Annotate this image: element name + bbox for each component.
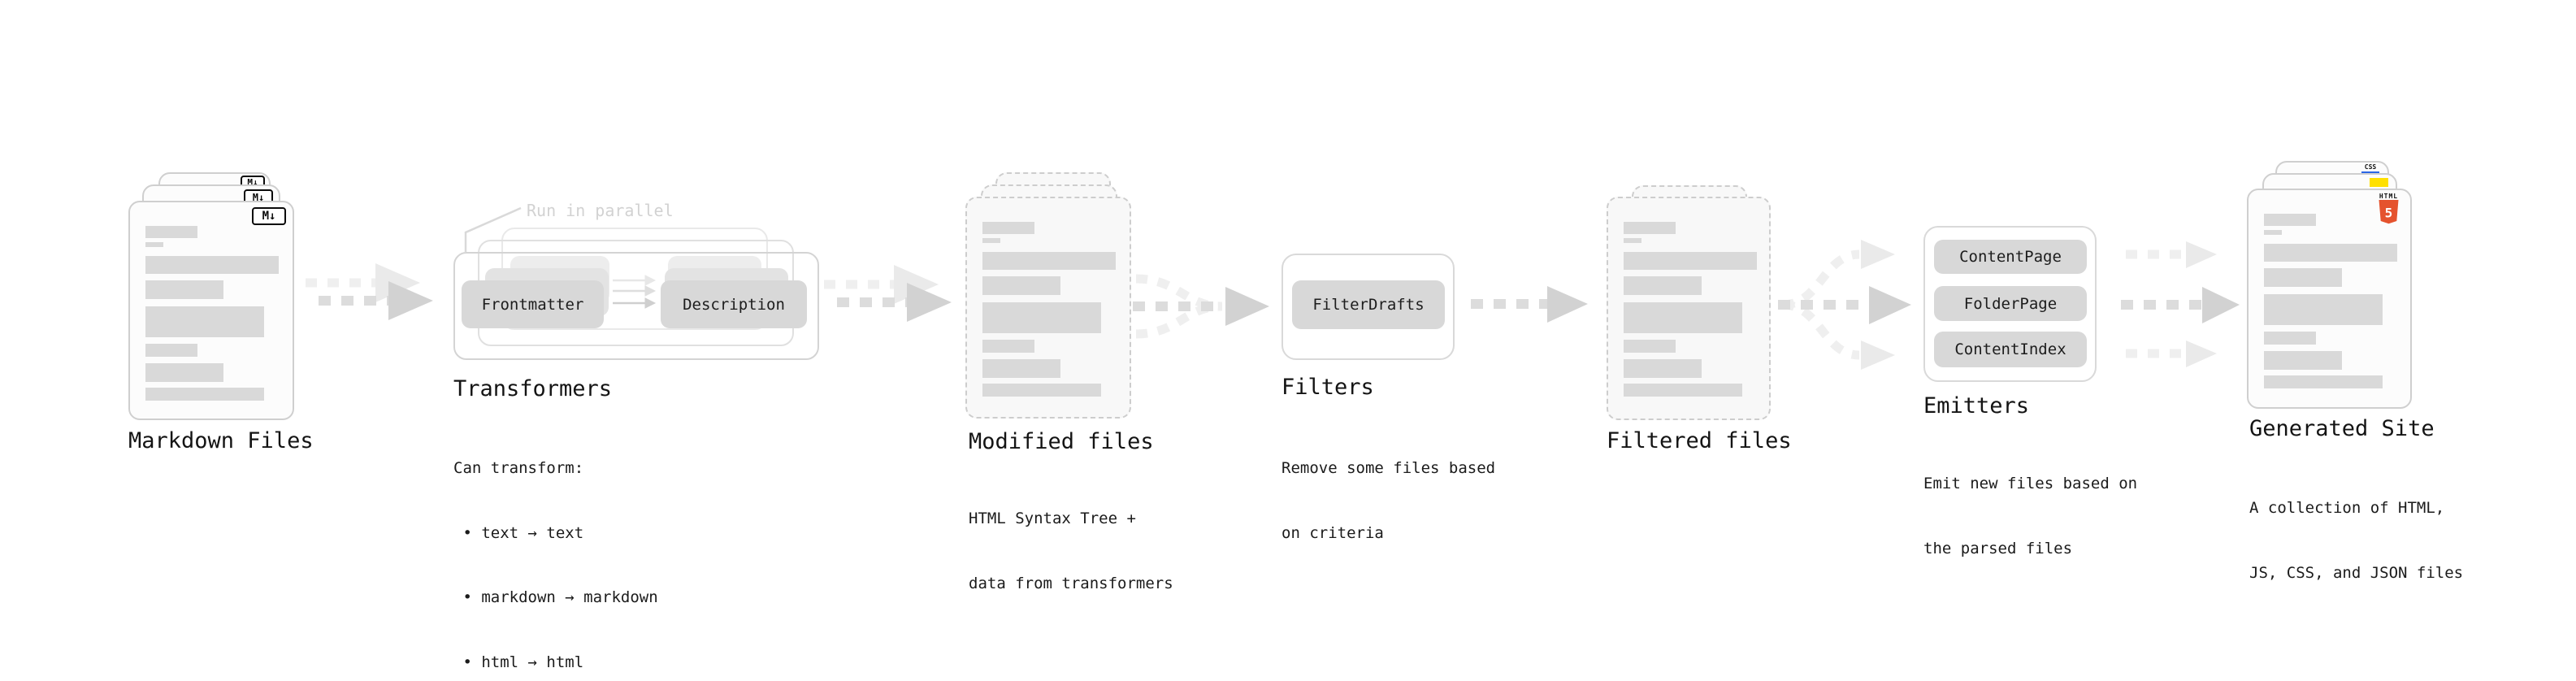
css-icon-underline bbox=[2361, 171, 2379, 174]
contentpage-node: ContentPage bbox=[1934, 240, 2087, 274]
arrowhead-middle bbox=[1869, 286, 1911, 324]
flow-arrow-modified-to-filters-converge bbox=[1133, 274, 1269, 339]
arrowhead-bottom bbox=[1861, 340, 1895, 370]
stage-title-modified-files: Modified files bbox=[969, 429, 1154, 454]
description-line: Can transform: bbox=[453, 459, 584, 477]
modified-file-card-front bbox=[965, 197, 1131, 419]
html5-icon-label: HTML bbox=[2379, 193, 2399, 200]
description-line: data from transformers bbox=[969, 574, 1173, 592]
step-arrow-back bbox=[613, 275, 657, 286]
javascript-icon bbox=[2370, 178, 2388, 187]
description-line: the parsed files bbox=[1923, 539, 2073, 557]
html5-icon: HTML 5 bbox=[2378, 193, 2400, 224]
transform-step-arrows bbox=[613, 275, 657, 309]
folderpage-node: FolderPage bbox=[1934, 286, 2087, 321]
emit-arrow-bottom bbox=[2126, 340, 2217, 367]
emit-arrow-middle bbox=[2121, 287, 2240, 323]
description-line: on criteria bbox=[1281, 523, 1384, 542]
arrow-light bbox=[824, 265, 939, 304]
frontmatter-node: Frontmatter bbox=[462, 280, 604, 328]
flow-arrow-filters-to-filtered bbox=[1471, 286, 1588, 323]
markdown-file-card-front bbox=[128, 201, 294, 420]
split-curve-bottom bbox=[1782, 300, 1860, 360]
arrow-light bbox=[306, 263, 420, 302]
contentindex-node: ContentIndex bbox=[1934, 332, 2087, 367]
step-arrow-front bbox=[613, 297, 657, 309]
document-placeholder-bars bbox=[982, 222, 1116, 417]
flow-arrow-filtered-to-emitters-split bbox=[1778, 240, 1911, 370]
transformer-layer-front bbox=[453, 252, 819, 360]
run-in-parallel-note: Run in parallel bbox=[527, 201, 674, 220]
html5-shield: 5 bbox=[2379, 200, 2399, 224]
description-line: Remove some files based bbox=[1281, 459, 1496, 477]
arrowhead bbox=[1547, 286, 1588, 323]
description-line: A collection of HTML, bbox=[2249, 499, 2445, 517]
arrowhead bbox=[1225, 287, 1269, 326]
svg-text:5: 5 bbox=[2385, 206, 2393, 221]
description-line: • text → text bbox=[453, 523, 584, 542]
description-line: • markdown → markdown bbox=[453, 588, 658, 606]
css-icon-label: CSS bbox=[2364, 163, 2377, 171]
site-file-card-front bbox=[2247, 189, 2412, 409]
filtered-file-card-front bbox=[1607, 197, 1771, 420]
filters-description: Remove some files based on criteria bbox=[1281, 414, 1495, 587]
stage-title-markdown-files: Markdown Files bbox=[128, 428, 314, 453]
step-arrow-middle bbox=[613, 285, 657, 297]
converge-curve-bottom bbox=[1135, 301, 1223, 339]
stage-title-emitters: Emitters bbox=[1923, 393, 2030, 419]
stage-title-transformers: Transformers bbox=[453, 376, 613, 401]
filterdrafts-node: FilterDrafts bbox=[1292, 280, 1445, 329]
description-node: Description bbox=[661, 280, 807, 328]
stage-title-filtered-files: Filtered files bbox=[1607, 428, 1792, 453]
converge-curve-top bbox=[1135, 274, 1223, 311]
document-placeholder-bars bbox=[1624, 222, 1757, 419]
emitters-description: Emit new files based on the parsed files bbox=[1923, 430, 2137, 602]
description-line: Emit new files based on bbox=[1923, 475, 2138, 492]
document-placeholder-bars bbox=[2264, 214, 2397, 407]
document-placeholder-bars bbox=[145, 226, 279, 419]
arrow-dark bbox=[837, 283, 952, 322]
flow-arrows-emitters-to-generated bbox=[2121, 241, 2240, 367]
generated-site-description: A collection of HTML, JS, CSS, and JSON … bbox=[2249, 454, 2463, 627]
css-icon: CSS bbox=[2361, 164, 2379, 174]
transformers-description: Can transform: • text → text • markdown … bbox=[453, 414, 658, 681]
stage-title-generated-site: Generated Site bbox=[2249, 416, 2435, 441]
stage-title-filters: Filters bbox=[1281, 375, 1374, 400]
description-line: HTML Syntax Tree + bbox=[969, 510, 1136, 527]
flow-arrow-markdown-to-transformers bbox=[306, 263, 433, 320]
annotation-leader-line bbox=[464, 206, 522, 252]
emit-arrow-top bbox=[2126, 241, 2217, 268]
flow-arrow-transformers-to-modified bbox=[824, 265, 952, 322]
split-curve-top bbox=[1782, 249, 1860, 310]
modified-files-description: HTML Syntax Tree + data from transformer… bbox=[969, 465, 1173, 637]
description-line: JS, CSS, and JSON files bbox=[2249, 563, 2464, 582]
markdown-icon: M↓ bbox=[252, 207, 286, 225]
arrowhead-top bbox=[1861, 240, 1895, 269]
description-line: • html → html bbox=[453, 653, 584, 671]
arrow-dark bbox=[319, 281, 433, 320]
